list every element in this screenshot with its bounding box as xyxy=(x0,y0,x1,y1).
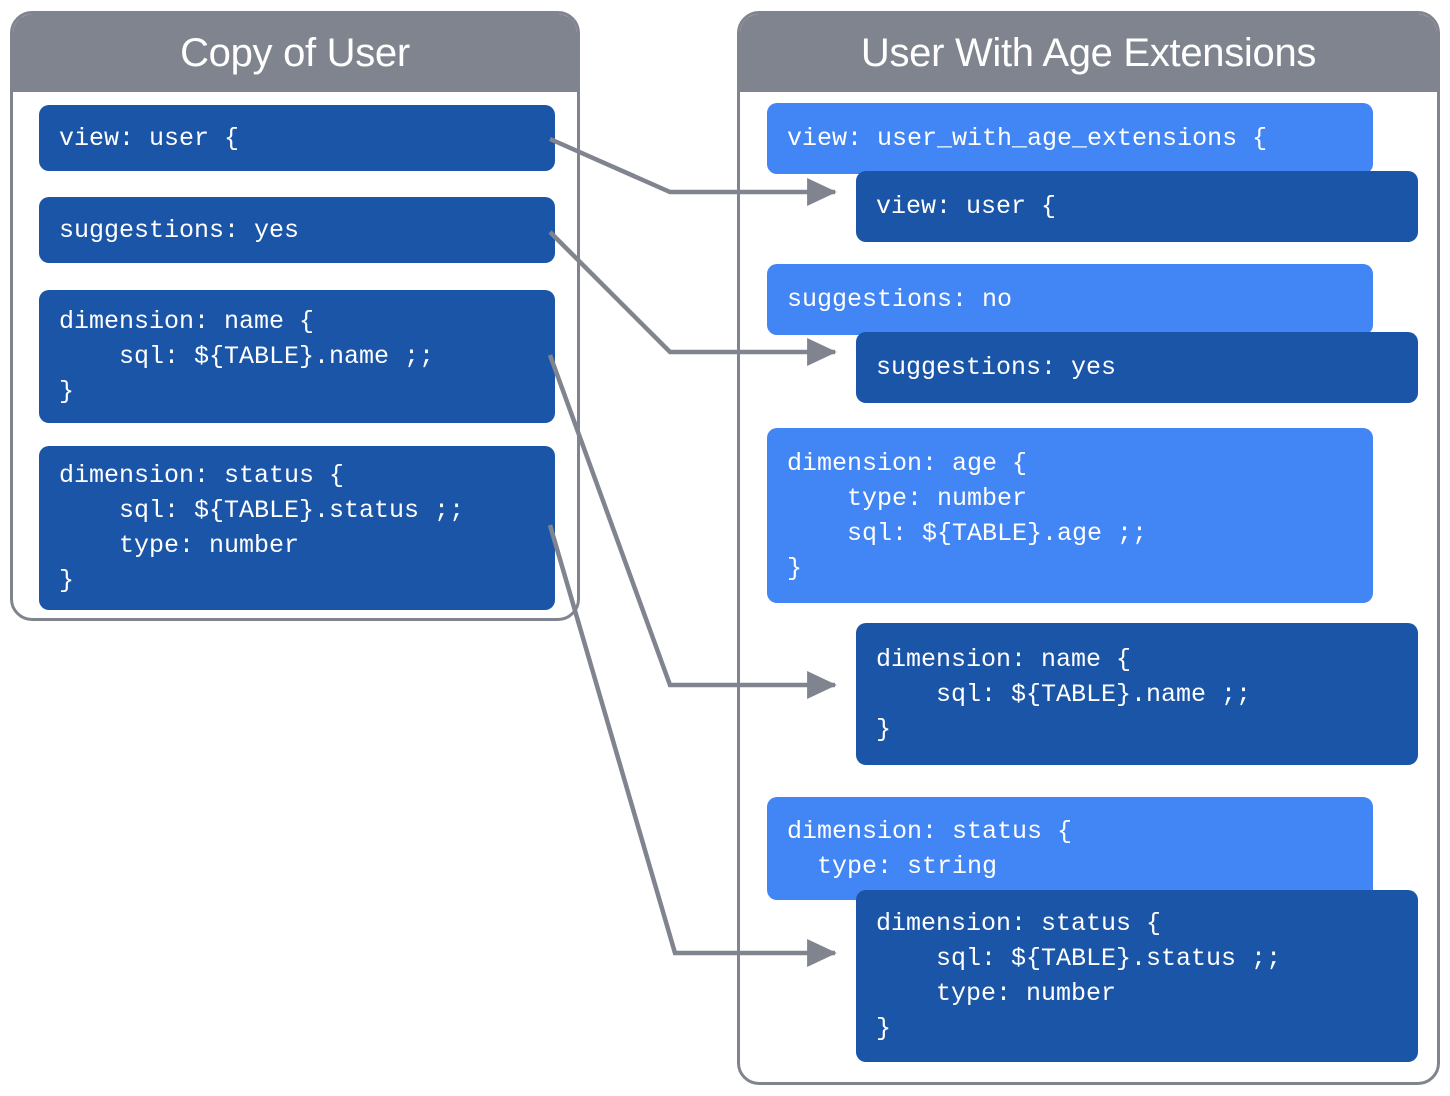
code-text: view: user { xyxy=(876,192,1057,221)
code-text: dimension: name { sql: ${TABLE}.name ;; … xyxy=(876,644,1252,744)
code-block-left-view: view: user { xyxy=(39,105,555,171)
code-block-right-view-inherited: view: user { xyxy=(856,171,1418,242)
code-text: suggestions: yes xyxy=(59,215,300,245)
code-block-right-suggestions-inherited: suggestions: yes xyxy=(856,332,1418,403)
code-text: dimension: status { type: string xyxy=(787,816,1073,881)
page-title-right: User With Age Extensions xyxy=(860,31,1317,75)
code-block-right-dimension-status-override: dimension: status { type: string xyxy=(767,797,1373,900)
code-text: dimension: status { sql: ${TABLE}.status… xyxy=(876,909,1282,1043)
page-title-left: Copy of User xyxy=(180,31,410,75)
code-text: suggestions: no xyxy=(787,285,1013,314)
panel-copy-of-user: Copy of User view: user { suggestions: y… xyxy=(10,11,580,621)
code-block-right-dimension-age: dimension: age { type: number sql: ${TAB… xyxy=(767,428,1373,603)
panel-right-header: User With Age Extensions xyxy=(740,14,1437,92)
code-text: view: user { xyxy=(59,123,240,153)
code-text: dimension: name { sql: ${TABLE}.name ;; … xyxy=(59,307,435,406)
code-block-right-view-extension: view: user_with_age_extensions { xyxy=(767,103,1373,174)
code-block-right-dimension-status-inherited: dimension: status { sql: ${TABLE}.status… xyxy=(856,890,1418,1062)
code-block-right-dimension-name-inherited: dimension: name { sql: ${TABLE}.name ;; … xyxy=(856,623,1418,765)
code-text: dimension: age { type: number sql: ${TAB… xyxy=(787,448,1148,583)
code-block-left-dimension-status: dimension: status { sql: ${TABLE}.status… xyxy=(39,446,555,610)
code-text: suggestions: yes xyxy=(876,353,1117,382)
code-block-left-dimension-name: dimension: name { sql: ${TABLE}.name ;; … xyxy=(39,290,555,423)
code-block-left-suggestions: suggestions: yes xyxy=(39,197,555,263)
code-text: dimension: status { sql: ${TABLE}.status… xyxy=(59,461,465,595)
panel-left-header: Copy of User xyxy=(13,14,577,92)
code-block-right-suggestions-override: suggestions: no xyxy=(767,264,1373,335)
code-text: view: user_with_age_extensions { xyxy=(787,124,1268,153)
panel-user-with-age-extensions: User With Age Extensions view: user_with… xyxy=(737,11,1440,1085)
